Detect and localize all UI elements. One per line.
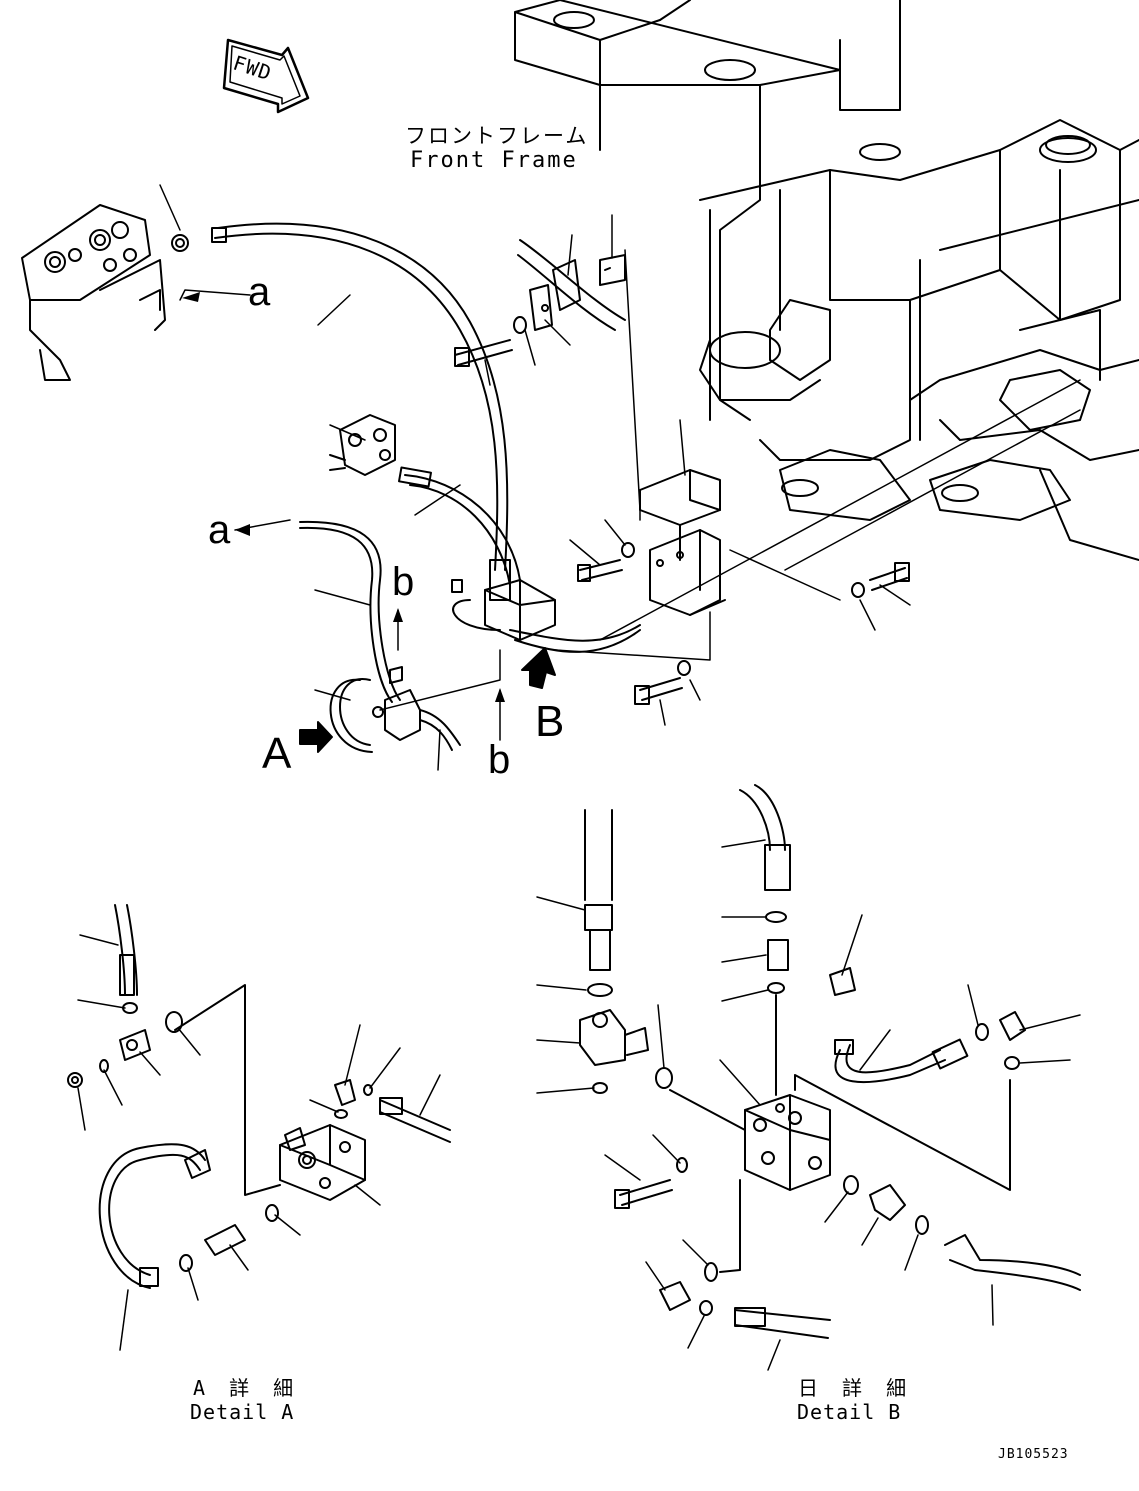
callout-b-upper: b xyxy=(392,560,415,604)
control-valve xyxy=(21,204,189,381)
drawing-code: JB105523 xyxy=(998,1447,1069,1462)
detail-a-leaders xyxy=(77,934,441,1351)
callout-arrow-b xyxy=(521,647,556,689)
bracket xyxy=(599,254,726,616)
detail-b-leaders xyxy=(536,839,1081,1371)
small-valve xyxy=(329,414,396,476)
secondary-hose xyxy=(398,466,521,586)
bolts xyxy=(454,316,910,705)
detail-a xyxy=(67,904,451,1289)
clamp xyxy=(517,239,626,331)
front-frame xyxy=(514,0,1139,561)
callout-detail-b: B xyxy=(535,697,565,746)
callout-b-lower: b xyxy=(488,738,511,782)
front-frame-label-en: Front Frame xyxy=(410,148,578,173)
arrowheads xyxy=(182,292,505,702)
callout-detail-a: A xyxy=(262,729,292,778)
fwd-arrow-icon xyxy=(222,38,310,114)
center-block xyxy=(451,579,641,653)
leader-lines xyxy=(159,184,1081,771)
detail-a-title-jp: A 詳 細 xyxy=(193,1376,300,1400)
detail-a-title-en: Detail A xyxy=(190,1400,295,1424)
callout-a-left: a xyxy=(208,508,231,552)
callout-arrow-a xyxy=(299,721,333,753)
callout-a-top: a xyxy=(248,270,271,314)
detail-b-title-en: Detail B xyxy=(797,1400,902,1424)
detail-b-title-jp: 日 詳 細 xyxy=(798,1376,913,1400)
detail-b xyxy=(579,784,1081,1339)
left-hose-loop xyxy=(299,520,461,753)
front-frame-label-jp: フロントフレーム xyxy=(405,124,589,148)
